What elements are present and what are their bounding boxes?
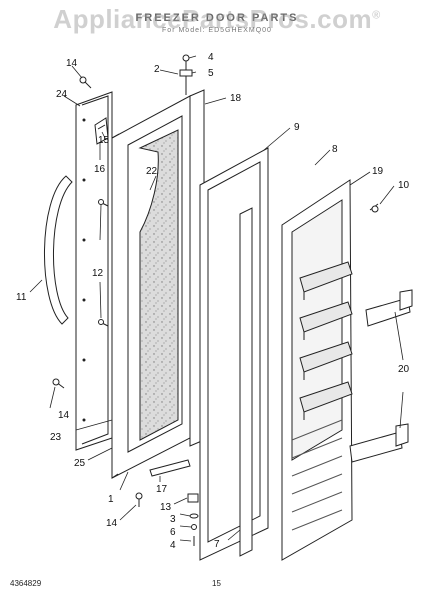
screw [135, 492, 143, 507]
leader-lines [29, 55, 404, 542]
insulation-block [138, 129, 179, 441]
page-number: 15 [212, 579, 221, 588]
callout-5: 5 [208, 68, 214, 79]
callout-20: 20 [398, 364, 410, 375]
callout-14: 14 [106, 518, 118, 529]
callout-1: 1 [108, 494, 114, 505]
callout-11: 11 [16, 292, 27, 303]
handle-screw [98, 319, 109, 327]
callout-6: 6 [170, 527, 176, 538]
door-shelf [299, 301, 353, 340]
callout-14: 14 [58, 410, 70, 421]
top-hinge-parts [179, 54, 193, 95]
inner-door-liner [281, 179, 353, 561]
screw [369, 203, 379, 213]
callout-25: 25 [74, 458, 86, 469]
shelf-end-cap [365, 289, 413, 327]
callout-22: 22 [146, 166, 158, 177]
callout-17: 17 [156, 484, 168, 495]
callout-12: 12 [92, 268, 104, 279]
document-code: 4364829 [10, 579, 42, 588]
screw [79, 76, 92, 89]
callout-3: 3 [170, 514, 176, 525]
callout-4: 4 [170, 540, 176, 551]
liner-ribs [291, 419, 343, 531]
callout-19: 19 [372, 166, 384, 177]
callout-4: 4 [208, 52, 214, 63]
bottom-hinge-parts [149, 459, 199, 546]
door-shelf [299, 261, 353, 300]
door-shelf [299, 381, 353, 420]
shelf-end-cap [349, 423, 409, 463]
callout-10: 10 [398, 180, 410, 191]
callout-15: 15 [98, 135, 110, 146]
screw [52, 378, 65, 389]
callout-23: 23 [50, 432, 62, 443]
callout-8: 8 [332, 144, 338, 155]
callout-14: 14 [66, 58, 78, 69]
callout-16: 16 [94, 164, 106, 175]
outer-door-panel [75, 91, 113, 451]
callout-18: 18 [230, 93, 242, 104]
callout-13: 13 [160, 502, 172, 513]
gasket-strip [239, 207, 253, 557]
door-shelf [299, 341, 353, 380]
handle-screw [98, 199, 109, 207]
door-gasket [199, 147, 269, 561]
door-handle [44, 175, 73, 325]
callout-7: 7 [214, 539, 220, 550]
diagram-subtitle: For Model: ED5GHEXMQ00 [162, 27, 272, 34]
callout-2: 2 [154, 64, 160, 75]
callout-24: 24 [56, 89, 68, 100]
callout-9: 9 [294, 122, 300, 133]
diagram-title: FREEZER DOOR PARTS [135, 12, 299, 24]
